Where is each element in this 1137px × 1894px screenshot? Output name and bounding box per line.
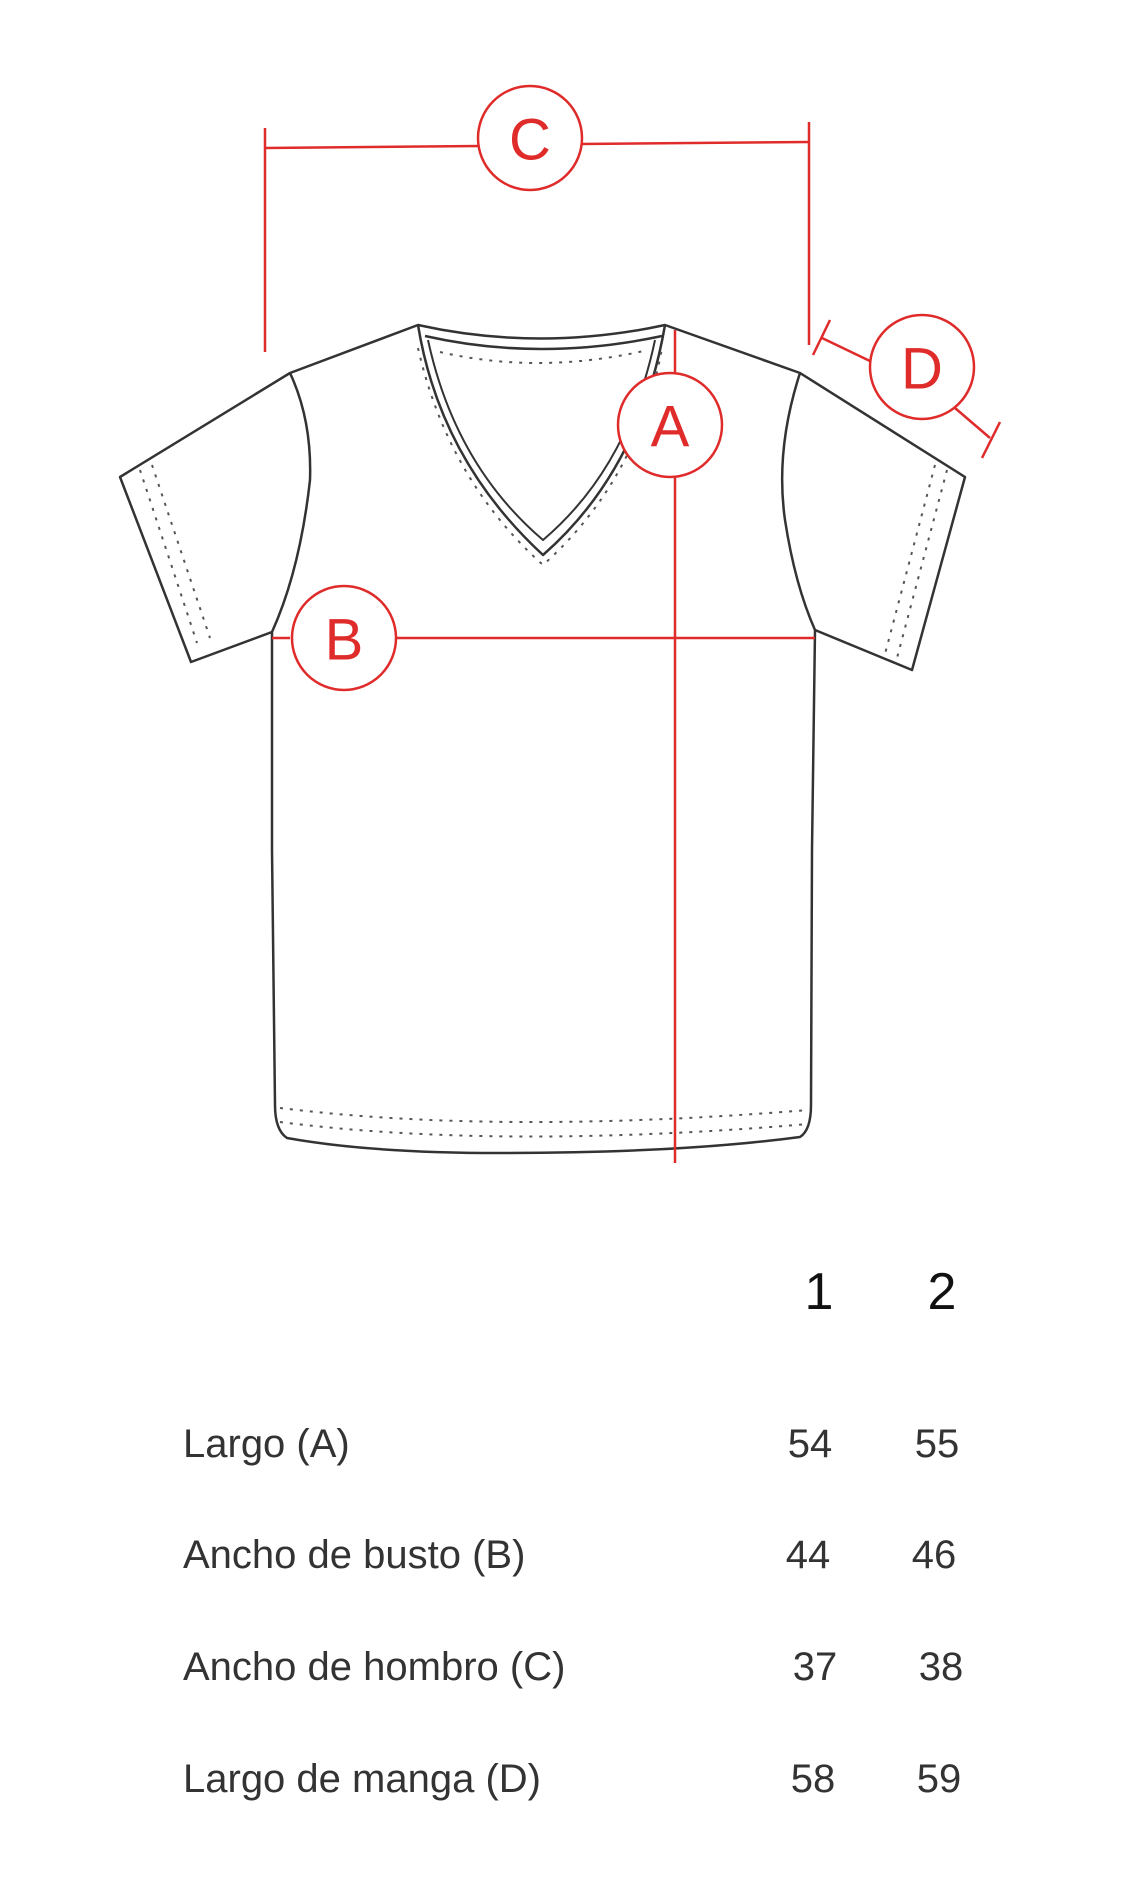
row-label-ancho-busto: Ancho de busto (B)	[183, 1533, 526, 1577]
cell-ancho-busto-size-1: 44	[785, 1533, 831, 1577]
marker-b-label: B	[325, 608, 364, 673]
line-c-left-segment	[264, 144, 481, 150]
size-column-2-header: 2	[927, 1263, 957, 1321]
row-label-ancho-hombro: Ancho de hombro (C)	[183, 1645, 566, 1689]
cell-largo-size-1: 54	[787, 1422, 833, 1466]
left-sleeve	[118, 371, 291, 664]
marker-c: C	[476, 84, 584, 192]
marker-c-label: C	[509, 108, 551, 173]
marker-b: B	[290, 584, 398, 692]
line-c-right-segment	[579, 140, 810, 146]
shirt-body	[270, 323, 817, 1155]
marker-d-label: D	[901, 337, 943, 402]
cell-ancho-busto-size-2: 46	[911, 1533, 957, 1577]
neck-stitch	[417, 347, 663, 567]
stitching	[139, 347, 948, 1138]
left-sleeve-stitch-2	[151, 464, 211, 639]
right-sleeve	[799, 371, 967, 672]
marker-a-label: A	[651, 395, 690, 460]
tshirt-size-diagram: C A B D	[118, 84, 1002, 1163]
right-sleeve-stitch-2	[884, 464, 936, 655]
tshirt-outline	[118, 323, 967, 1155]
cell-ancho-hombro-size-2: 38	[918, 1645, 964, 1689]
line-d-right-segment	[954, 407, 991, 439]
hem-stitch-2	[279, 1121, 809, 1138]
marker-a: A	[616, 371, 724, 479]
marker-d-circle	[868, 313, 976, 421]
row-label-largo: Largo (A)	[183, 1422, 350, 1466]
cell-largo-manga-size-1: 58	[790, 1757, 836, 1801]
line-d-left-segment	[821, 336, 873, 364]
collar-stitch	[439, 349, 649, 365]
size-column-1-header: 1	[804, 1263, 834, 1321]
cell-largo-size-2: 55	[914, 1422, 960, 1466]
hem-stitch-1	[279, 1107, 809, 1123]
row-label-largo-manga: Largo de manga (D)	[183, 1757, 541, 1801]
neckline-back	[424, 334, 663, 351]
right-sleeve-stitch-1	[896, 469, 948, 659]
marker-a-circle	[616, 371, 724, 479]
marker-d: D	[868, 313, 976, 421]
line-d-upper-tick	[811, 319, 832, 356]
measurement-lines	[263, 122, 1002, 1163]
cell-ancho-hombro-size-1: 37	[792, 1645, 838, 1689]
marker-c-circle	[476, 84, 584, 192]
line-d-lower-tick	[980, 421, 1002, 459]
left-sleeve-stitch-1	[139, 469, 198, 644]
marker-b-circle	[290, 584, 398, 692]
cell-largo-manga-size-2: 59	[916, 1757, 962, 1801]
